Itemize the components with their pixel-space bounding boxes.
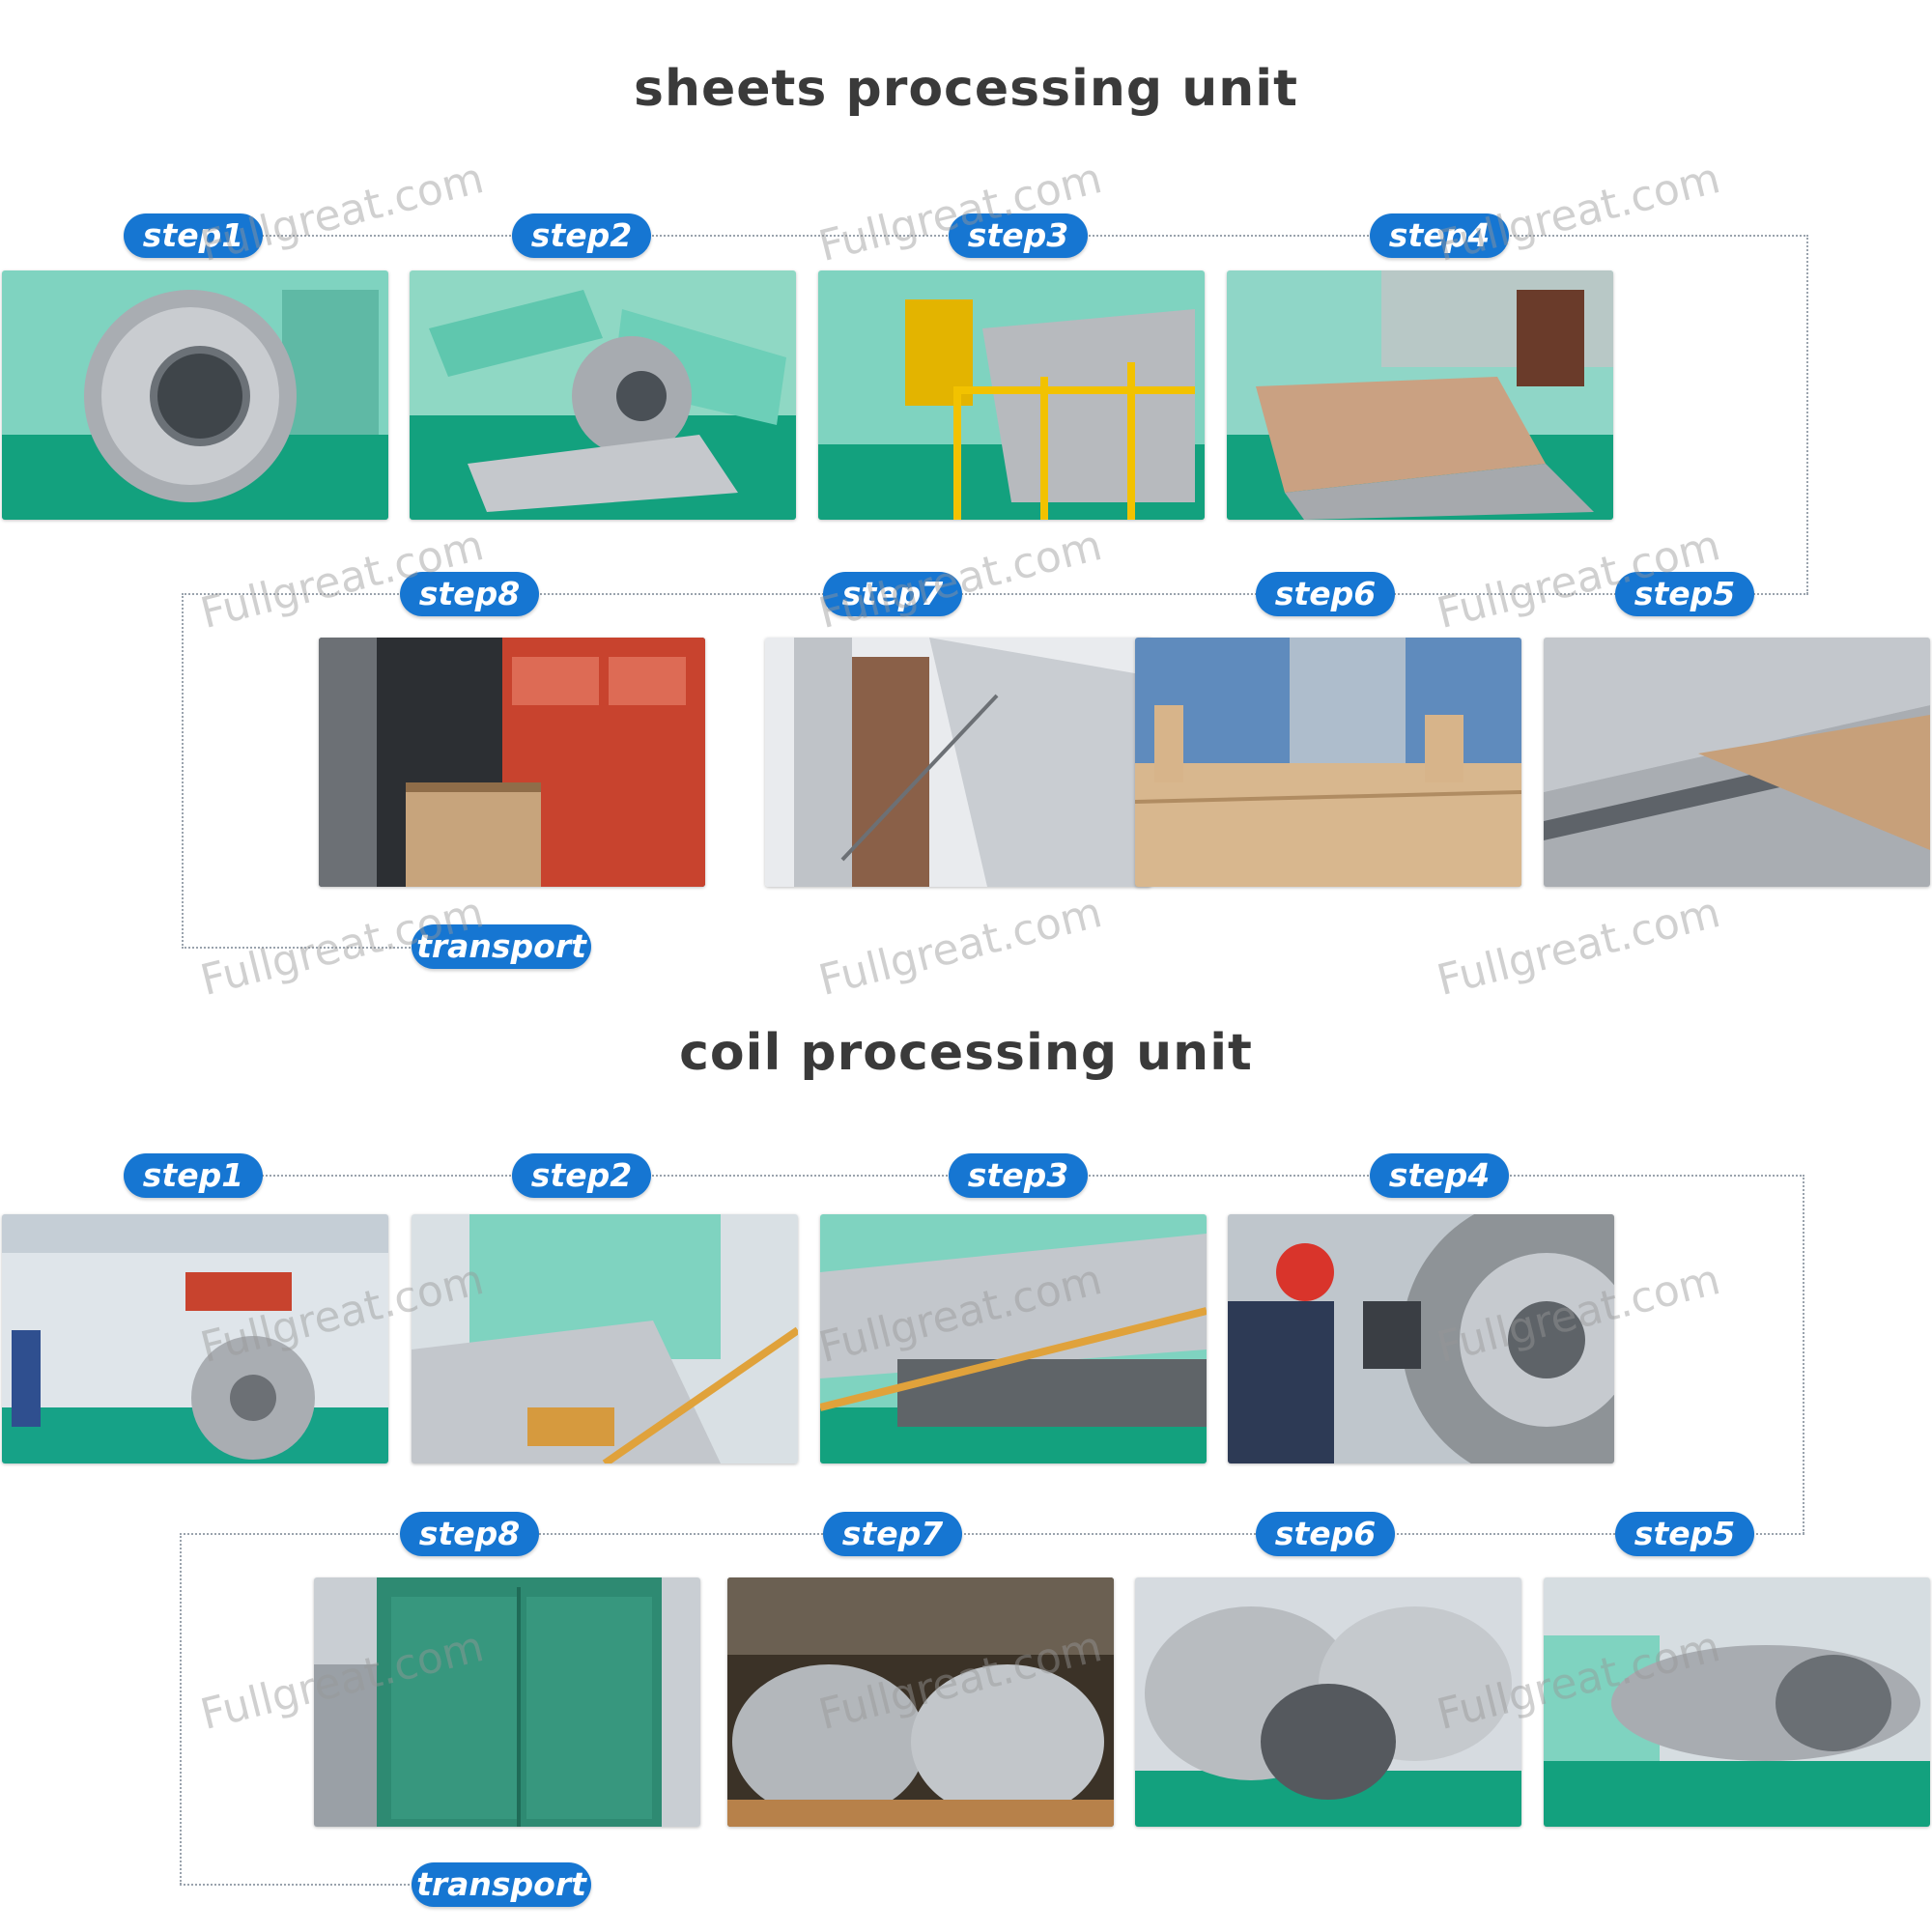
coil-step1-photo: [2, 1214, 388, 1463]
coil-step7-badge: step7: [823, 1512, 962, 1556]
coil-step2-photo: [412, 1214, 798, 1463]
sheets-step3-badge: step3: [949, 213, 1088, 258]
watermark-text: Fullgreat.com: [1432, 888, 1725, 1006]
coil-transport-badge: transport: [412, 1862, 591, 1907]
coil-step7-photo: [727, 1577, 1114, 1827]
coil-flow-line-right: [1803, 1175, 1804, 1534]
coil-flow-line-bottom: [180, 1884, 413, 1886]
coil-section-title: coil processing unit: [679, 1024, 1253, 1082]
sheets-flow-line-middle: [182, 593, 1808, 595]
coil-step8-badge: step8: [400, 1512, 539, 1556]
sheets-step4-photo: [1227, 270, 1613, 520]
sheets-step7-photo: [765, 638, 1151, 887]
sheets-step7-badge: step7: [823, 572, 962, 616]
sheets-step4-badge: step4: [1370, 213, 1509, 258]
sheets-step1-photo: [2, 270, 388, 520]
sheets-step8-photo: [319, 638, 705, 887]
coil-flow-line-middle: [180, 1533, 1804, 1535]
coil-step6-badge: step6: [1256, 1512, 1395, 1556]
coil-step3-photo: [820, 1214, 1207, 1463]
sheets-section-title: sheets processing unit: [634, 60, 1298, 118]
sheets-step1-badge: step1: [124, 213, 263, 258]
coil-step2-badge: step2: [512, 1153, 651, 1198]
sheets-step5-badge: step5: [1615, 572, 1754, 616]
coil-step4-badge: step4: [1370, 1153, 1509, 1198]
sheets-flow-line-right: [1806, 235, 1808, 594]
sheets-step2-photo: [410, 270, 796, 520]
coil-step5-badge: step5: [1615, 1512, 1754, 1556]
coil-step3-badge: step3: [949, 1153, 1088, 1198]
sheets-step2-badge: step2: [512, 213, 651, 258]
coil-step1-badge: step1: [124, 1153, 263, 1198]
coil-step8-photo: [314, 1577, 700, 1827]
sheets-step3-photo: [818, 270, 1205, 520]
sheets-step6-photo: [1135, 638, 1521, 887]
watermark-text: Fullgreat.com: [813, 888, 1107, 1006]
sheets-transport-badge: transport: [412, 924, 591, 969]
sheets-step8-badge: step8: [400, 572, 539, 616]
coil-flow-line-left: [180, 1533, 182, 1885]
sheets-step6-badge: step6: [1256, 572, 1395, 616]
sheets-flow-line-bottom: [182, 947, 413, 949]
coil-step5-photo: [1544, 1577, 1930, 1827]
sheets-flow-line-left: [182, 593, 184, 949]
coil-step6-photo: [1135, 1577, 1521, 1827]
sheets-step5-photo: [1544, 638, 1930, 887]
coil-step4-photo: [1228, 1214, 1614, 1463]
